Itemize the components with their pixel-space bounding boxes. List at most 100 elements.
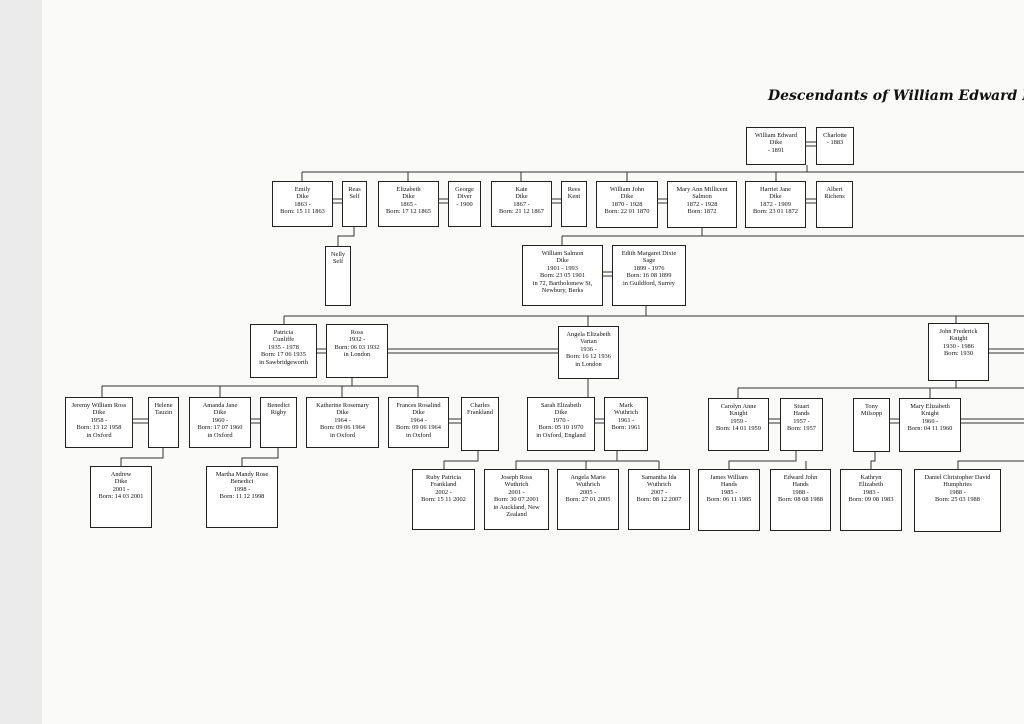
person-line: Dike bbox=[620, 193, 634, 201]
person-line: Knight bbox=[921, 410, 939, 418]
person-line: in Oxford bbox=[207, 431, 233, 439]
person-line: Dike bbox=[769, 139, 783, 147]
person-line: 1958 - bbox=[90, 416, 108, 424]
person-line: in Oxford bbox=[329, 431, 356, 439]
person-line: - 1883 bbox=[826, 139, 844, 147]
person-line: Benedict bbox=[267, 402, 290, 409]
person-line: Born: 17 06 1935 bbox=[261, 351, 306, 359]
person-line: Milsopp bbox=[860, 410, 883, 418]
person-line: Edward John bbox=[783, 474, 818, 481]
person-line: Katherine Rosemary bbox=[316, 402, 369, 409]
person-line: Frankland bbox=[430, 481, 457, 489]
person-line: Born: 11 12 1998 bbox=[219, 493, 265, 501]
person-line: Born: 16 12 1936 bbox=[566, 353, 611, 361]
person-line: William John bbox=[609, 186, 645, 193]
person-line: Sarah Elizabeth bbox=[540, 402, 582, 409]
person-line: 1988 - bbox=[792, 488, 809, 496]
person-line: Tony bbox=[864, 403, 879, 410]
person-line: Charlotte bbox=[823, 132, 847, 139]
person-line: Born: 06 03 1932 bbox=[334, 343, 380, 351]
person-line: Self bbox=[332, 258, 344, 266]
person-line: Born: 15 11 1863 bbox=[280, 208, 325, 216]
person-line: in Oxford bbox=[405, 431, 432, 439]
person-line: William Edward bbox=[754, 132, 798, 139]
person-line: Stuart bbox=[793, 403, 810, 410]
person-line: 1901 - 1993 bbox=[547, 264, 578, 272]
person-line: Daniel Christopher David bbox=[924, 474, 991, 481]
person-line: 1961 - bbox=[617, 416, 635, 424]
person-line: in Guildford, Surrey bbox=[622, 279, 675, 287]
person-line: in 72, Bartholomew St, bbox=[532, 279, 593, 287]
page-title: Descendants of William Edward Dike bbox=[768, 88, 1024, 104]
person-line: Tauzin bbox=[154, 409, 173, 417]
person-line: Born: 06 11 1985 bbox=[706, 496, 752, 504]
person-line: Born: 1961 bbox=[611, 424, 641, 432]
person-line: Rees bbox=[567, 186, 581, 193]
person-line: Born: 23 01 1872 bbox=[753, 208, 798, 216]
person-line: Born: 08 08 1988 bbox=[778, 496, 823, 504]
person-line: Jeremy William Ross bbox=[71, 402, 127, 409]
person-line: Born: 14 03 2001 bbox=[98, 493, 144, 501]
person-line: Hands bbox=[793, 410, 810, 418]
person-line: Martha Mandy Rose bbox=[215, 471, 269, 478]
person-line: 1870 - 1928 bbox=[611, 200, 643, 208]
person-line: Hands bbox=[792, 481, 809, 489]
person-line: 1872 - 1909 bbox=[760, 200, 791, 208]
person-line: Newbury, Berks bbox=[541, 287, 584, 295]
person-line: 2001 - bbox=[508, 488, 525, 496]
person-line: George bbox=[455, 186, 474, 193]
person-line: Knight bbox=[949, 335, 968, 343]
person-line: Dike bbox=[296, 193, 309, 201]
person-line: Nelly bbox=[330, 251, 346, 258]
person-line: Angela Marie bbox=[570, 474, 606, 481]
person-line: Dike bbox=[336, 409, 349, 417]
person-line: Dike bbox=[515, 193, 528, 201]
person-line: Wuthrich bbox=[504, 481, 529, 489]
person-line: Patricia bbox=[273, 329, 294, 336]
person-line: 1863 - bbox=[294, 200, 311, 208]
person-line: Joseph Ross bbox=[500, 474, 533, 481]
person-line: in Sawbridgeworth bbox=[259, 358, 308, 366]
person-line: Dike bbox=[769, 193, 782, 201]
person-line: 1960 - bbox=[921, 417, 939, 425]
person-line: Dike bbox=[554, 409, 568, 417]
person-line: Zealand bbox=[506, 511, 527, 519]
person-line: Edith Margaret Dixie bbox=[621, 250, 677, 257]
person-line: Elizabeth bbox=[396, 186, 421, 193]
person-line: in Oxford bbox=[86, 431, 112, 439]
person-line: William Salmon bbox=[541, 250, 584, 257]
person-line: 1960 - bbox=[211, 416, 229, 424]
person-line: 1998 - bbox=[233, 485, 251, 493]
person-line: 1964 - bbox=[334, 416, 351, 424]
person-line: Born: 23 05 1901 bbox=[540, 272, 585, 280]
person-line: Harriet Jane bbox=[759, 186, 792, 193]
person-line: - 1891 bbox=[767, 146, 785, 154]
person-line: Born: 05 10 1970 bbox=[538, 424, 584, 432]
person-line: 1935 - 1978 bbox=[268, 343, 299, 351]
person-line: Frankland bbox=[467, 409, 493, 417]
person-line: Mary Elizabeth bbox=[910, 403, 950, 410]
person-line: in Auckland, New bbox=[493, 503, 540, 511]
person-line: Born: 09 08 1983 bbox=[848, 496, 894, 504]
person-line: Charles bbox=[470, 402, 490, 409]
